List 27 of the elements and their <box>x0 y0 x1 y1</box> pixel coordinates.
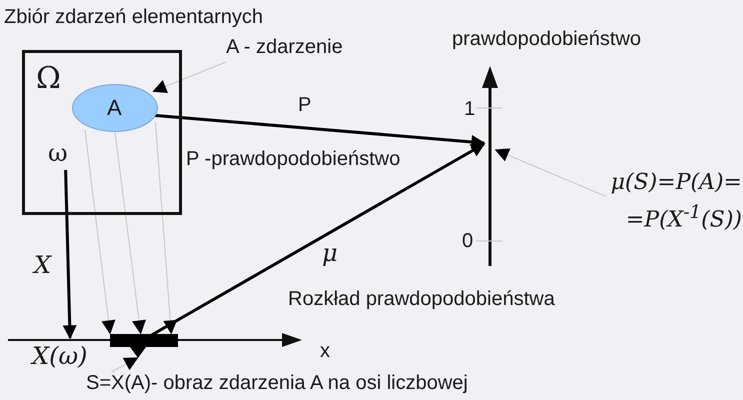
leader-arrow <box>84 129 116 334</box>
callout-text: S=X(A)- obraz zdarzenia A na osi liczbowej <box>86 372 468 394</box>
edge-label: X <box>34 252 52 278</box>
leader-arrow <box>494 148 606 197</box>
axis-point-label: X(ω) <box>32 343 88 370</box>
arrow <box>62 170 77 340</box>
outcome-symbol: ω <box>48 140 68 166</box>
leader-arrow <box>152 62 226 93</box>
arrow <box>150 142 486 337</box>
axis-title: prawdopodobieństwo <box>452 28 642 50</box>
tick-label: 1 <box>464 98 476 120</box>
leader-arrow <box>111 357 138 372</box>
leader-arrow <box>114 132 146 334</box>
event-label: A <box>107 96 122 120</box>
omega-symbol: Ω <box>36 62 61 95</box>
axis-label: x <box>320 340 330 362</box>
note-text: P -prawdopodobieństwo <box>186 148 400 170</box>
arrow <box>152 114 486 149</box>
note-text: Rozkład prawdopodobieństwa <box>288 288 555 310</box>
edge-label: P <box>298 94 312 116</box>
edge-label: μ <box>322 240 338 266</box>
tick-label: 0 <box>462 230 474 252</box>
event-ellipse <box>72 84 158 132</box>
sample-space-title: Zbiór zdarzeń elementarnych <box>4 6 264 28</box>
formula: μ(S)=P(A)= =P(X$^{-1}$(S)) <box>610 169 742 234</box>
leader-arrow <box>154 122 178 334</box>
callout-text: A - zdarzenie <box>226 36 343 58</box>
